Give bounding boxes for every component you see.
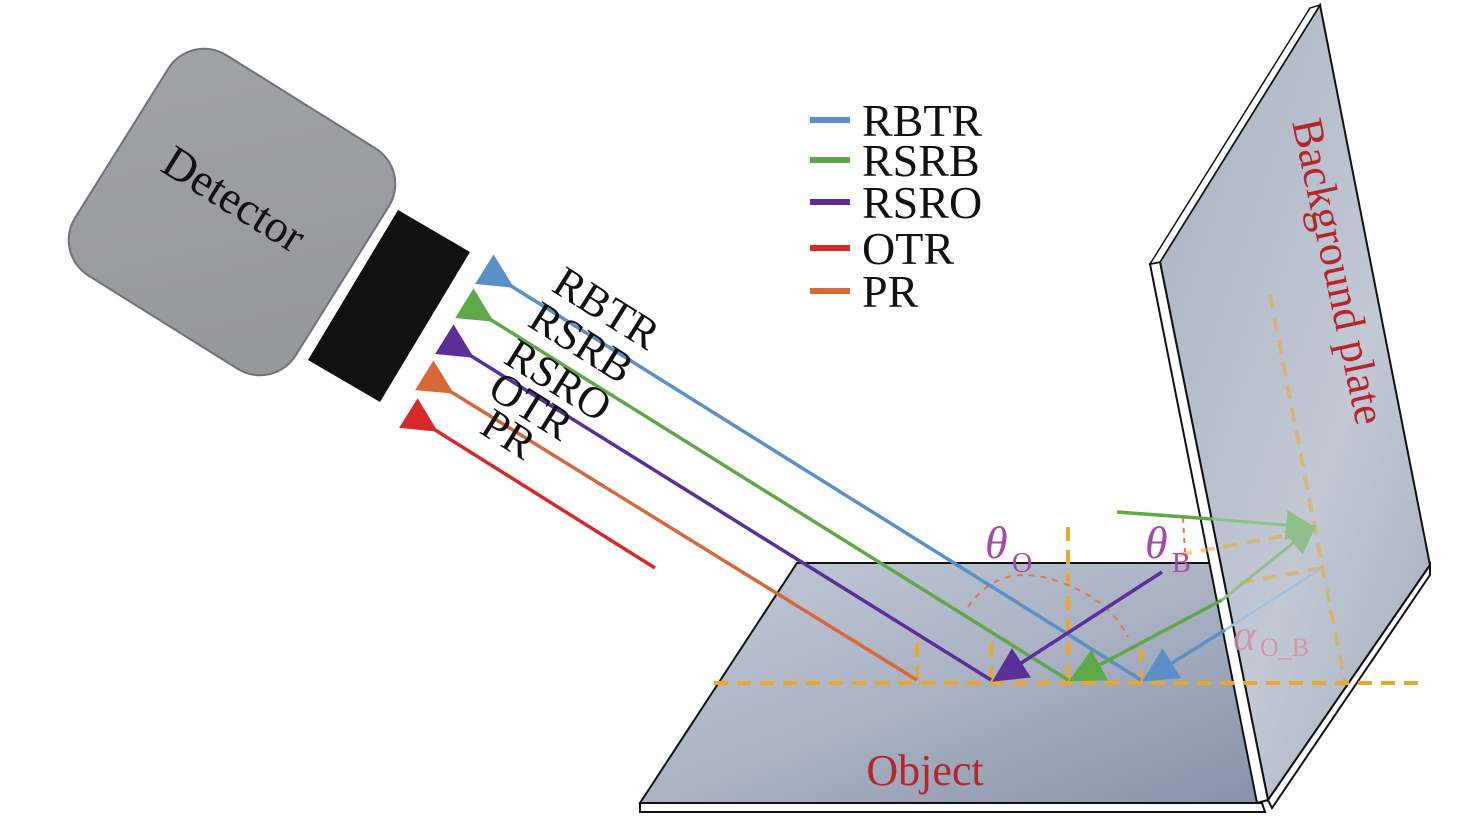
legend-item-otr: OTR	[810, 223, 954, 274]
legend-label: PR	[862, 266, 919, 317]
legend-item-rbtr: RBTR	[810, 95, 982, 146]
angle-labels: θ O θ B α O_B	[985, 517, 1309, 662]
ray-rbtr	[474, 254, 1142, 682]
svg-text:O_B: O_B	[1260, 633, 1309, 662]
ray-rsrb-plate	[1221, 524, 1317, 602]
theta-o-label: θ O	[985, 517, 1032, 579]
legend-item-rsrb: RSRB	[810, 135, 980, 186]
detector-lens	[308, 210, 470, 402]
ray-rsrb-top	[1116, 510, 1213, 521]
svg-text:α: α	[1233, 611, 1257, 660]
legend: RBTR RSRB RSRO OTR PR	[810, 95, 982, 317]
ray-rsrb-top-plate	[1211, 510, 1316, 540]
ray-otr	[414, 360, 918, 682]
detector: Detector	[67, 47, 470, 402]
legend-item-pr: PR	[810, 266, 919, 317]
guide-lines	[714, 294, 1420, 685]
legend-label: OTR	[862, 223, 954, 274]
object-label: Object	[866, 746, 983, 795]
alpha-ob-label: α O_B	[1233, 611, 1309, 662]
legend-label: RSRO	[862, 177, 982, 228]
legend-label: RBTR	[862, 95, 982, 146]
svg-text:θ: θ	[985, 517, 1008, 568]
svg-text:O: O	[1012, 548, 1032, 579]
ray-rsro	[434, 324, 992, 682]
reflection-rays	[992, 510, 1323, 682]
ray-labels: RBTR RSRB RSRO OTR PR	[473, 257, 669, 469]
legend-item-rsro: RSRO	[810, 177, 982, 228]
ray-rsrb	[454, 288, 1069, 682]
svg-text:θ: θ	[1145, 517, 1168, 568]
rays	[398, 254, 1142, 682]
legend-label: RSRB	[862, 135, 980, 186]
ray-pr	[398, 398, 656, 570]
ray-rbtr-plate	[1224, 566, 1323, 632]
background-plate	[1148, 2, 1432, 810]
svg-text:B: B	[1172, 548, 1191, 579]
ray-rsro-in	[992, 570, 1163, 682]
detector-body	[67, 47, 397, 377]
ray-rsrb-in	[1068, 598, 1223, 682]
ray-rbtr-in	[1142, 628, 1226, 682]
theta-b-label: θ B	[1145, 517, 1191, 579]
angle-arc-b	[1182, 517, 1186, 553]
